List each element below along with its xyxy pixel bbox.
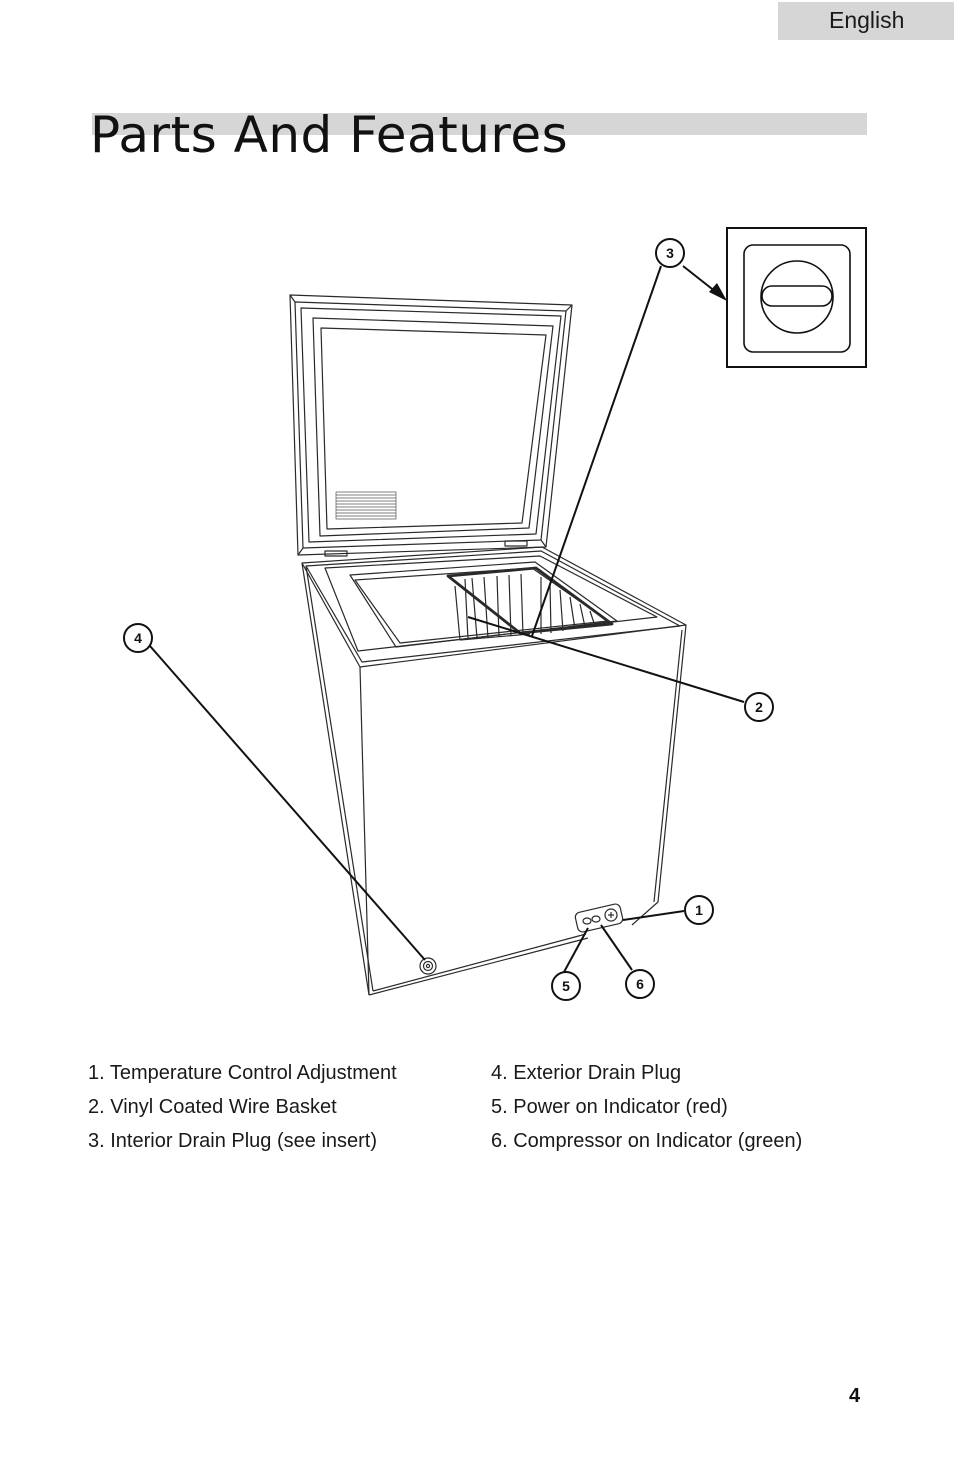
freezer-cabinet-body [301, 562, 687, 996]
control-panel [574, 903, 624, 933]
freezer-lid [289, 294, 573, 556]
parts-list-left-column: 1. Temperature Control Adjustment 2. Vin… [88, 1056, 397, 1158]
svg-text:1: 1 [695, 902, 703, 918]
freezer-cabinet-top [301, 546, 687, 668]
list-item: 1. Temperature Control Adjustment [88, 1062, 397, 1084]
lid-hinges [324, 540, 528, 557]
svg-text:2: 2 [755, 699, 763, 715]
lid-vent-grille [335, 491, 397, 520]
callout-2: 2 [744, 692, 774, 722]
language-label: English [829, 7, 905, 33]
callout-3: 3 [655, 238, 685, 268]
list-item: 3. Interior Drain Plug (see insert) [88, 1130, 378, 1152]
callout-4: 4 [123, 623, 153, 653]
page-title: Parts And Features [90, 106, 569, 164]
svg-text:4: 4 [134, 630, 142, 646]
callout-3-arrowhead [709, 283, 727, 301]
interior-drain-plug-insert [726, 227, 867, 368]
exterior-drain-plug-icon [419, 957, 437, 975]
callout-5: 5 [551, 971, 581, 1001]
svg-text:3: 3 [666, 245, 674, 261]
parts-list-right-column: 4. Exterior Drain Plug 5. Power on Indic… [491, 1056, 802, 1158]
language-tab[interactable]: English [778, 2, 954, 40]
list-item: 6. Compressor on Indicator (green) [491, 1130, 803, 1152]
svg-text:5: 5 [562, 978, 570, 994]
chest-freezer-illustration: 1 2 3 4 5 6 [123, 227, 867, 1001]
svg-text:6: 6 [636, 976, 644, 992]
callout-1: 1 [684, 895, 714, 925]
title-underlay-bar [92, 113, 867, 135]
page-number: 4 [849, 1385, 861, 1407]
callout-leader-lines [149, 265, 745, 973]
list-item: 2. Vinyl Coated Wire Basket [88, 1096, 337, 1118]
list-item: 4. Exterior Drain Plug [491, 1062, 682, 1084]
list-item: 5. Power on Indicator (red) [491, 1096, 728, 1118]
callout-6: 6 [625, 969, 655, 999]
